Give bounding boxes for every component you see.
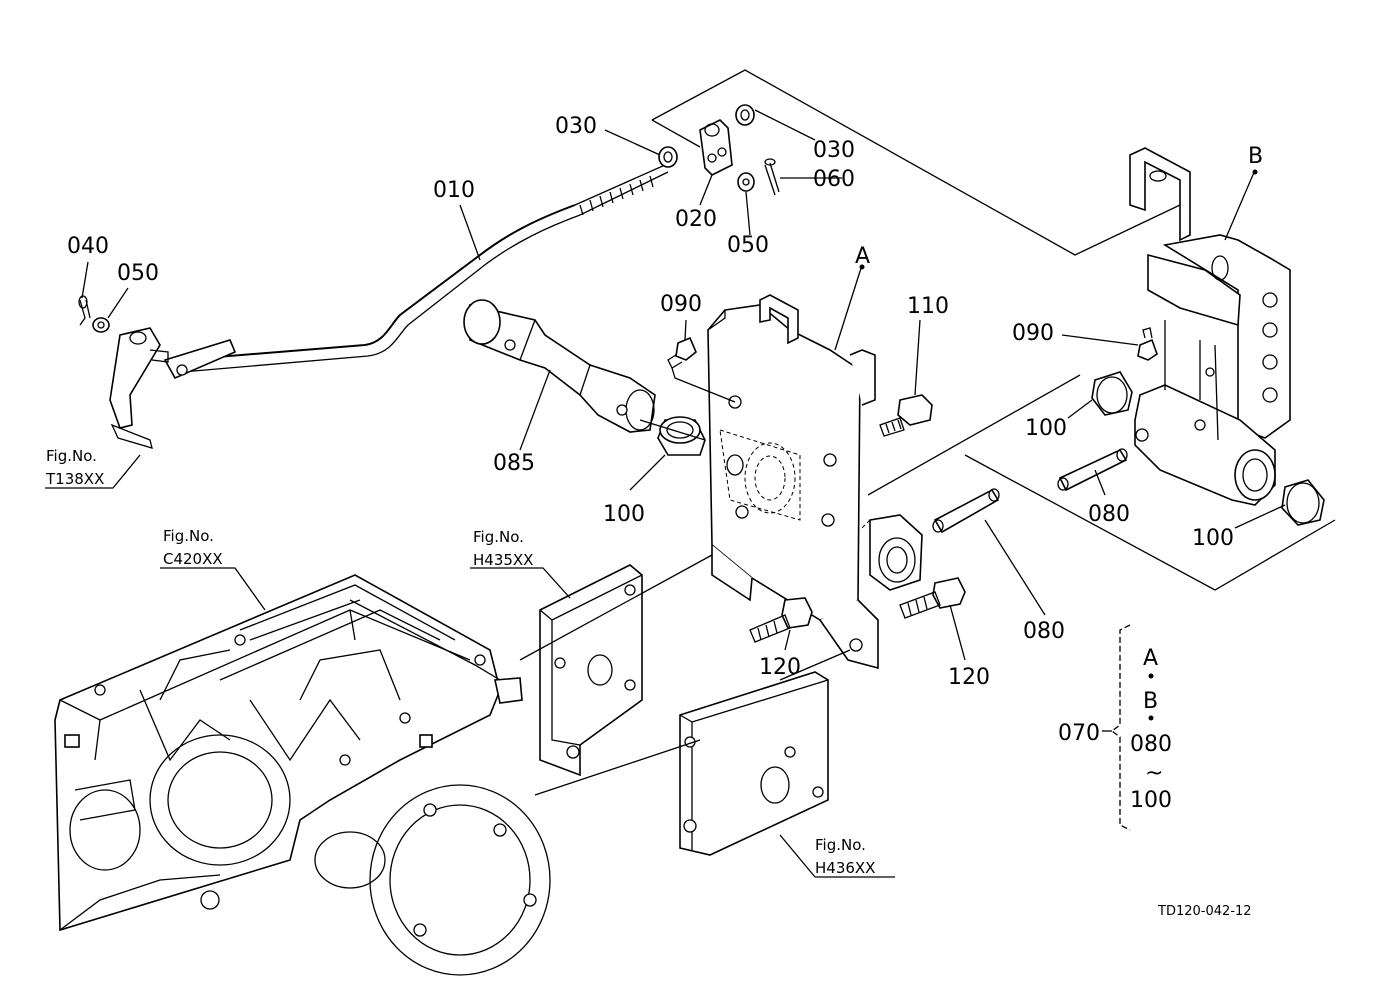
pin-085 (463, 299, 656, 433)
grease-fitting-090-center (667, 336, 697, 369)
callout-100-right-bottom: 100 (1192, 526, 1234, 551)
assembly-label-A: A (855, 244, 870, 269)
washer-050-left (92, 317, 110, 333)
callout-030-right: 030 (813, 138, 855, 163)
bushing-100-center (657, 416, 706, 456)
fig-ref-H436-code: H436XX (815, 859, 875, 877)
fig-ref-H436-label: Fig.No. (815, 836, 866, 854)
callout-080-right: 080 (1088, 502, 1130, 527)
fig-ref-C420-label: Fig.No. (163, 527, 214, 545)
group-line-right (964, 454, 1336, 591)
callout-090-right: 090 (1012, 321, 1054, 346)
transmission-housing (54, 574, 551, 976)
callout-040: 040 (67, 234, 109, 259)
plate-H436 (679, 671, 829, 856)
figure-references: Fig.No. T138XX Fig.No. C420XX Fig.No. H4… (45, 447, 875, 877)
assembly-axes (519, 367, 851, 796)
bushing-100-right-top (1091, 371, 1133, 416)
arm-lever (109, 327, 169, 449)
leader-lines (45, 109, 1286, 878)
callout-100-right-top: 100 (1025, 416, 1067, 441)
callout-120-right: 120 (948, 665, 990, 690)
bolt-120-right (899, 577, 966, 619)
callout-110: 110 (907, 294, 949, 319)
callout-030-left: 030 (555, 114, 597, 139)
fig-ref-C420-code: C420XX (163, 550, 223, 568)
fig-ref-T138-label: Fig.No. (46, 447, 97, 465)
kit-bracket-text: A B 080 ~ 100 (1130, 646, 1172, 813)
kit-bracket-070 (1102, 624, 1154, 831)
kit-line-080: 080 (1130, 732, 1172, 757)
callout-090-center: 090 (660, 292, 702, 317)
lift-rod-010 (163, 164, 669, 380)
callout-120-left: 120 (759, 655, 801, 680)
kit-line-B: B (1143, 689, 1158, 714)
grease-fitting-090-right (1137, 327, 1158, 361)
callout-080-center: 080 (1023, 619, 1065, 644)
drawing-number: TD120-042-12 (1157, 904, 1252, 919)
nut-030-left (658, 146, 678, 168)
washer-050-top (737, 172, 755, 192)
fig-ref-H435-label: Fig.No. (473, 528, 524, 546)
bushing-100-right-bottom (1281, 479, 1325, 526)
callout-050-top: 050 (727, 233, 769, 258)
fig-ref-H435-code: H435XX (473, 551, 533, 569)
callout-100-center: 100 (603, 502, 645, 527)
assembly-label-B: B (1248, 144, 1263, 169)
axis-line-1 (867, 374, 1081, 496)
plate-H435 (539, 564, 643, 777)
joint-020 (699, 119, 733, 176)
pin-080-center (932, 488, 1000, 534)
kit-line-tilde: ~ (1145, 761, 1163, 786)
callout-labels: 030 030 060 020 050 010 040 050 090 110 … (67, 114, 1263, 746)
pin-080-right (1057, 448, 1128, 492)
bolt-110 (879, 394, 933, 437)
group-line-top (651, 69, 1181, 256)
callout-010: 010 (433, 178, 475, 203)
callout-060: 060 (813, 167, 855, 192)
callout-070: 070 (1058, 721, 1100, 746)
callout-050-left: 050 (117, 261, 159, 286)
pin-040 (78, 295, 91, 326)
kit-line-100: 100 (1130, 788, 1172, 813)
bracket-assembly-B (1129, 147, 1291, 506)
kit-line-A: A (1143, 646, 1158, 671)
group-line-top-tick (651, 119, 701, 148)
bracket-assembly-A (707, 294, 923, 670)
callout-085: 085 (493, 451, 535, 476)
cotter-pin-060 (764, 158, 780, 196)
callout-020: 020 (675, 207, 717, 232)
nut-030-right (735, 104, 755, 126)
fig-ref-T138-code: T138XX (45, 470, 104, 488)
bolt-120-left (749, 597, 813, 643)
